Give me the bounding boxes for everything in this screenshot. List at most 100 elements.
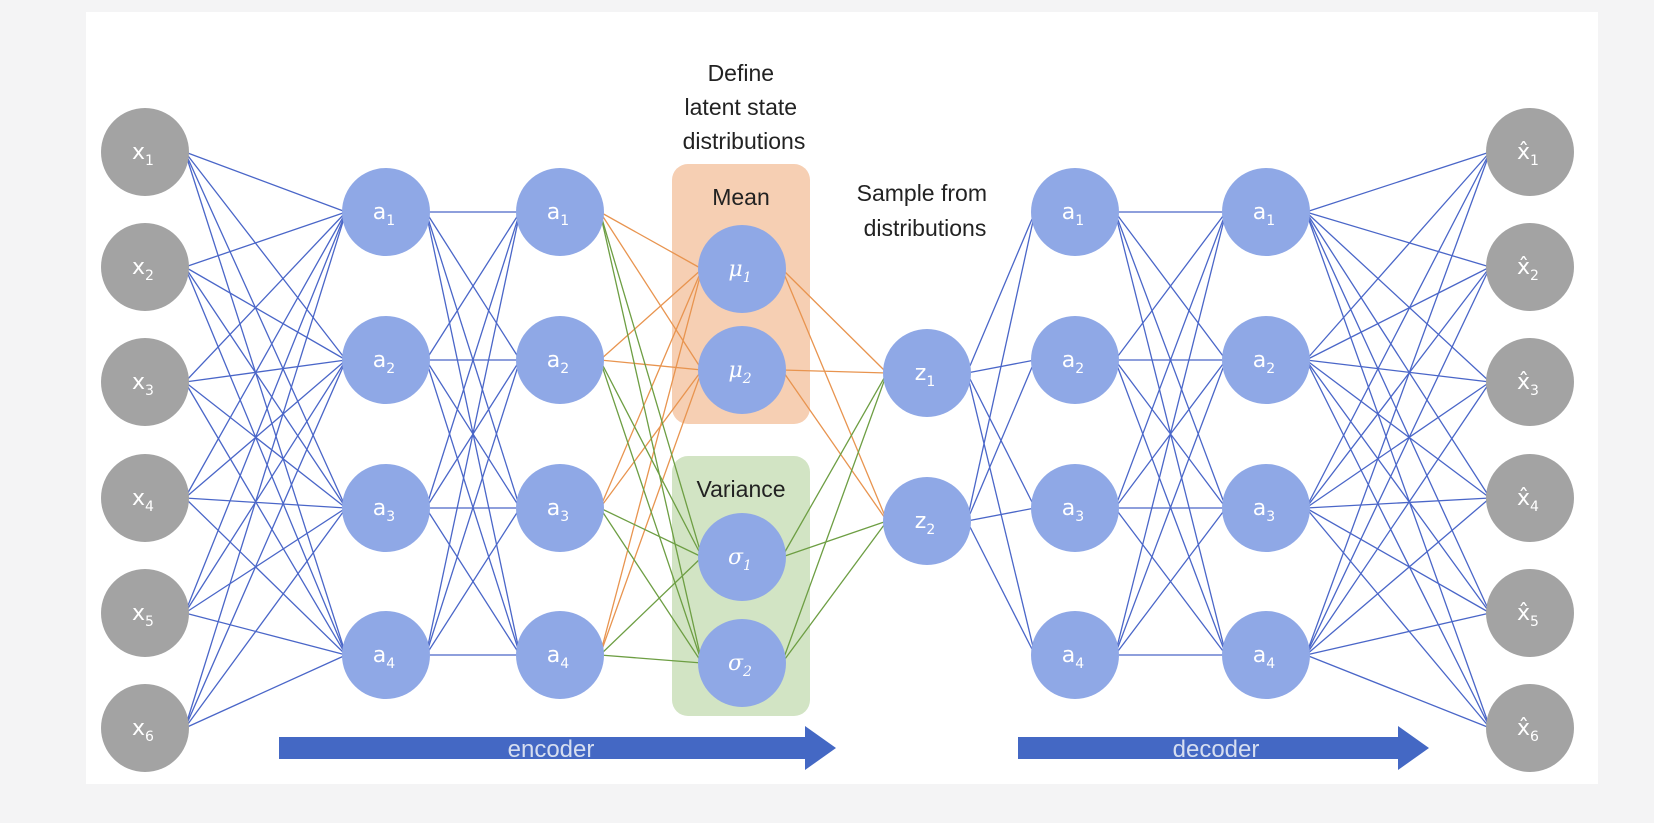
dec-hidden1-to-hidden2-edge-4-3: [1114, 507, 1227, 656]
latent-node-2: z2: [883, 477, 971, 565]
node-circle: [1222, 611, 1310, 699]
node-circle: [1486, 569, 1574, 657]
node-circle: [698, 619, 786, 707]
node-label-base: a: [1062, 200, 1075, 225]
node-label-sub: 4: [1266, 656, 1275, 672]
node-label-sub: 3: [1530, 383, 1539, 399]
node-circle: [101, 454, 189, 542]
edges-group: [184, 151, 1491, 729]
hidden1-to-hidden2-edge-2-1: [425, 211, 521, 361]
node-label-base: z: [915, 361, 927, 386]
node-circle: [516, 316, 604, 404]
decoder-label: decoder: [1173, 736, 1260, 763]
node-circle: [1486, 338, 1574, 426]
input-node-2: x2: [101, 223, 189, 311]
node-label-sub: 2: [145, 268, 154, 284]
node-label-sub: 1: [1075, 213, 1084, 229]
node-circle: [1486, 454, 1574, 542]
dec-hidden2-to-output-edge-4-1: [1305, 151, 1491, 656]
node-label: x5: [132, 601, 154, 630]
node-label-base: x̂: [1517, 140, 1530, 165]
mean-to-latent-edge-1-2: [781, 268, 888, 522]
output-node-3: x̂3: [1486, 338, 1574, 426]
output-node-6: x̂6: [1486, 684, 1574, 772]
dec-hidden2-to-output-edge-1-4: [1305, 211, 1491, 499]
node-label: x4: [132, 486, 154, 515]
node-circle: [342, 611, 430, 699]
node-label-base: σ: [728, 545, 744, 570]
dec-hidden2-to-output-edge-4-6: [1305, 654, 1491, 729]
node-label: a3: [547, 496, 569, 525]
dec-hidden2-to-output-edge-2-2: [1305, 266, 1491, 361]
node-label: a4: [1253, 643, 1275, 672]
node-label-sub: 5: [1530, 614, 1539, 630]
node-label-base: x̂: [1517, 370, 1530, 395]
enc-hidden-1-node-4: a4: [342, 611, 430, 699]
node-label-base: a: [547, 496, 560, 521]
input-to-hidden1-edge-3-1: [184, 211, 347, 383]
hidden1-to-hidden2-edge-4-3: [425, 507, 521, 656]
node-label-base: a: [373, 200, 386, 225]
node-circle: [1486, 684, 1574, 772]
input-node-4: x4: [101, 454, 189, 542]
node-circle: [1222, 168, 1310, 256]
dec-hidden2-to-output-edge-2-5: [1305, 359, 1491, 614]
decoder-arrow: decoder: [1018, 726, 1429, 770]
hidden1-to-hidden2-edge-3-1: [425, 211, 521, 509]
input-to-hidden1-edge-1-4: [184, 151, 347, 656]
variance-to-latent-edge-2-2: [781, 520, 888, 664]
node-circle: [1031, 316, 1119, 404]
dec-hidden2-to-output-edge-4-3: [1305, 381, 1491, 656]
enc-hidden-2-node-4: a4: [516, 611, 604, 699]
node-label: a1: [373, 200, 395, 229]
dec-hidden2-to-output-edge-3-1: [1305, 151, 1491, 509]
enc-hidden-1-node-1: a1: [342, 168, 430, 256]
input-to-hidden1-edge-4-1: [184, 211, 347, 499]
dec-hidden-2-node-4: a4: [1222, 611, 1310, 699]
node-circle: [516, 611, 604, 699]
define-heading-line-2: latent state: [685, 94, 798, 120]
dec-hidden2-to-output-edge-2-4: [1305, 359, 1491, 499]
latent-to-dec-hidden1-edge-2-2: [966, 359, 1036, 522]
dec-hidden-2-node-3: a3: [1222, 464, 1310, 552]
node-label: a3: [1253, 496, 1275, 525]
dec-hidden2-to-output-edge-1-2: [1305, 211, 1491, 268]
node-label: x̂3: [1517, 370, 1539, 399]
node-label-base: x: [132, 486, 145, 511]
node-circle: [1222, 464, 1310, 552]
dec-hidden1-to-hidden2-edge-3-1: [1114, 211, 1227, 509]
node-circle: [1486, 108, 1574, 196]
dec-hidden-1-node-4: a4: [1031, 611, 1119, 699]
node-label-base: a: [1062, 643, 1075, 668]
node-circle: [101, 569, 189, 657]
node-label-sub: 3: [145, 383, 154, 399]
input-to-hidden1-edge-3-4: [184, 381, 347, 656]
node-label-base: a: [373, 643, 386, 668]
node-label-base: a: [1253, 348, 1266, 373]
hidden2-to-variance-edge-2-1: [599, 359, 703, 558]
node-label-base: x: [132, 370, 145, 395]
encoder-arrow-shape: [279, 726, 836, 770]
hidden2-to-mean-edge-4-1: [599, 268, 703, 656]
node-label-base: x̂: [1517, 255, 1530, 280]
node-circle: [342, 168, 430, 256]
mean-to-latent-edge-2-2: [781, 369, 888, 522]
input-to-hidden1-edge-6-3: [184, 507, 347, 729]
node-label-sub: 1: [743, 270, 752, 286]
nodes-group: x1x2x3x4x5x6a1a2a3a4a1a2a3a4μ1μ2σ1σ2z1z2…: [101, 108, 1574, 772]
node-label-base: a: [1062, 348, 1075, 373]
decoder-arrow-shape: [1018, 726, 1429, 770]
node-circle: [1031, 168, 1119, 256]
input-node-1: x1: [101, 108, 189, 196]
node-label-base: a: [1253, 643, 1266, 668]
enc-hidden-2-node-2: a2: [516, 316, 604, 404]
mean-label: Mean: [712, 184, 770, 210]
node-label-sub: 6: [145, 729, 154, 745]
node-circle: [516, 168, 604, 256]
sample-heading-line-1: Sample from: [857, 180, 987, 206]
dec-hidden-1-node-3: a3: [1031, 464, 1119, 552]
node-label: a2: [373, 348, 395, 377]
node-circle: [342, 316, 430, 404]
node-label-sub: 2: [1266, 361, 1275, 377]
